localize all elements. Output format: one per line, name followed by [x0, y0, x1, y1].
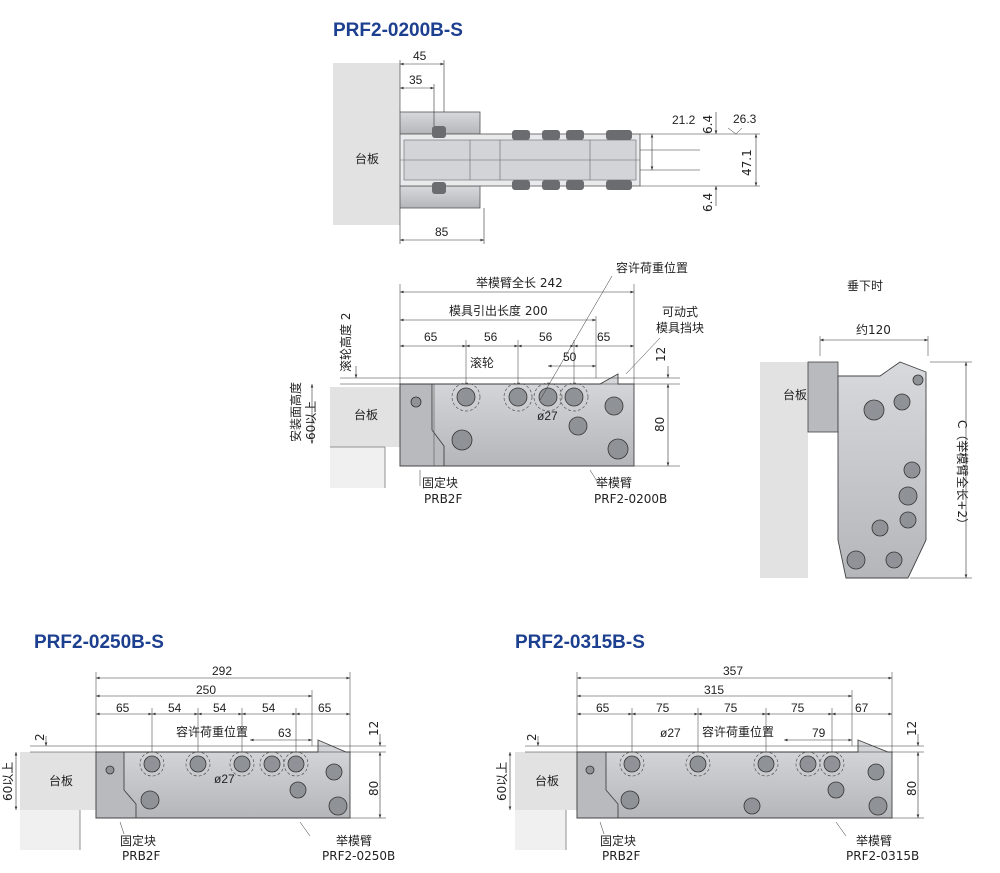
movable-label-1: 可动式 [662, 305, 699, 319]
dim-26-3: 26.3 [733, 112, 757, 126]
s315-span-65: 65 [596, 701, 610, 715]
s250-plate-label: 台板 [49, 774, 74, 788]
top-view [333, 60, 760, 244]
hang-approx-120: 约120 [856, 323, 891, 337]
s315-h80: 80 [905, 780, 919, 796]
s315-plate-label: 台板 [535, 774, 560, 788]
s250-arm: 举模臂 [336, 834, 373, 848]
s315-span-75-c: 75 [791, 701, 805, 715]
s250-h80: 80 [367, 780, 381, 796]
fix-block-label: 固定块 [422, 476, 459, 490]
dim-6-4-bottom: 6.4 [701, 192, 715, 212]
mold-out-length: 模具引出长度 200 [449, 304, 548, 318]
s315-span: 315 [704, 683, 725, 697]
s315-total: 357 [723, 664, 744, 678]
s250-load-pos: 容许荷重位置 [176, 725, 249, 739]
s250-h2: 2 [33, 733, 47, 741]
arm-total-length: 举模臂全长 242 [476, 276, 563, 290]
top-plate-label: 台板 [355, 152, 380, 166]
title-prf2-0315b-s: PRF2-0315B-S [515, 632, 645, 653]
dim-6-4-top: 6.4 [701, 114, 715, 134]
h-12: 12 [654, 346, 668, 362]
s250-d63: 63 [278, 726, 292, 740]
s315-arm-model: PRF2-0315B [846, 849, 920, 863]
s250-span-54-a: 54 [168, 701, 182, 715]
s250-fix-block: 固定块 [120, 834, 157, 848]
s250-h60: 60以上 [1, 761, 15, 801]
roller-label: 滚轮 [470, 356, 495, 370]
hang-title: 垂下时 [847, 279, 884, 293]
s250-span-54-c: 54 [262, 701, 276, 715]
s315-h12: 12 [905, 720, 919, 736]
title-prf2-0200b-s: PRF2-0200B-S [333, 20, 463, 41]
hang-c-label: C（举模臂全长+2） [955, 420, 969, 531]
movable-label-2: 模具挡块 [656, 321, 705, 335]
top-plate [333, 63, 400, 225]
dim-45: 45 [413, 49, 427, 63]
s250-dia: ø27 [214, 772, 235, 786]
fix-block-model: PRB2F [424, 492, 463, 506]
s250-span-54-b: 54 [213, 701, 227, 715]
s315-arm: 举模臂 [856, 834, 893, 848]
s315-fix-model: PRB2F [602, 849, 641, 863]
side-view-315 [508, 672, 924, 850]
dia-27-label: ø27 [537, 409, 558, 423]
hanging-view [760, 336, 972, 579]
s250-span-65-b: 65 [318, 701, 332, 715]
side200-plate [330, 387, 400, 447]
h-80: 80 [653, 416, 667, 432]
s315-h2: 2 [525, 733, 539, 741]
side200-holes [410, 387, 629, 460]
dim-35: 35 [409, 73, 423, 87]
side200-plate-label: 台板 [354, 408, 379, 422]
s250-total: 292 [212, 664, 233, 678]
arm-label: 举模臂 [596, 476, 633, 490]
s315-d79: 79 [812, 726, 826, 740]
hang-plate-label: 台板 [783, 388, 808, 402]
span-56-b: 56 [539, 330, 553, 344]
s315-span-67: 67 [855, 701, 869, 715]
install-60-label: 60以上 [304, 400, 318, 440]
s250-span-65-a: 65 [116, 701, 130, 715]
s250-h12: 12 [367, 720, 381, 736]
arm-model: PRF2-0200B [594, 492, 668, 506]
s315-load-pos: 容许荷重位置 [702, 725, 775, 739]
s315-h60: 60以上 [495, 761, 509, 801]
span-50: 50 [563, 350, 577, 364]
span-65-a: 65 [424, 330, 438, 344]
dim-85: 85 [435, 225, 449, 239]
dim-47-1: 47.1 [740, 149, 754, 176]
hang-plate [760, 362, 808, 578]
side-view-250 [14, 672, 386, 850]
s315-dia: ø27 [660, 726, 681, 740]
roller-height-label: 滚轮高度 2 [339, 312, 353, 372]
s315-span-75-a: 75 [656, 701, 670, 715]
span-65-b: 65 [597, 330, 611, 344]
side-view-200 [310, 275, 680, 488]
s250-fix-model: PRB2F [122, 849, 161, 863]
title-prf2-0250b-s: PRF2-0250B-S [34, 632, 164, 653]
s315-fix-block: 固定块 [600, 834, 637, 848]
span-56-a: 56 [484, 330, 498, 344]
s315-span-75-b: 75 [724, 701, 738, 715]
s250-arm-model: PRF2-0250B [322, 849, 396, 863]
dim-21-2: 21.2 [672, 113, 696, 127]
install-height-label: 安装面高度 [289, 381, 303, 442]
s250-span: 250 [196, 683, 217, 697]
load-position-label: 容许荷重位置 [616, 261, 689, 275]
